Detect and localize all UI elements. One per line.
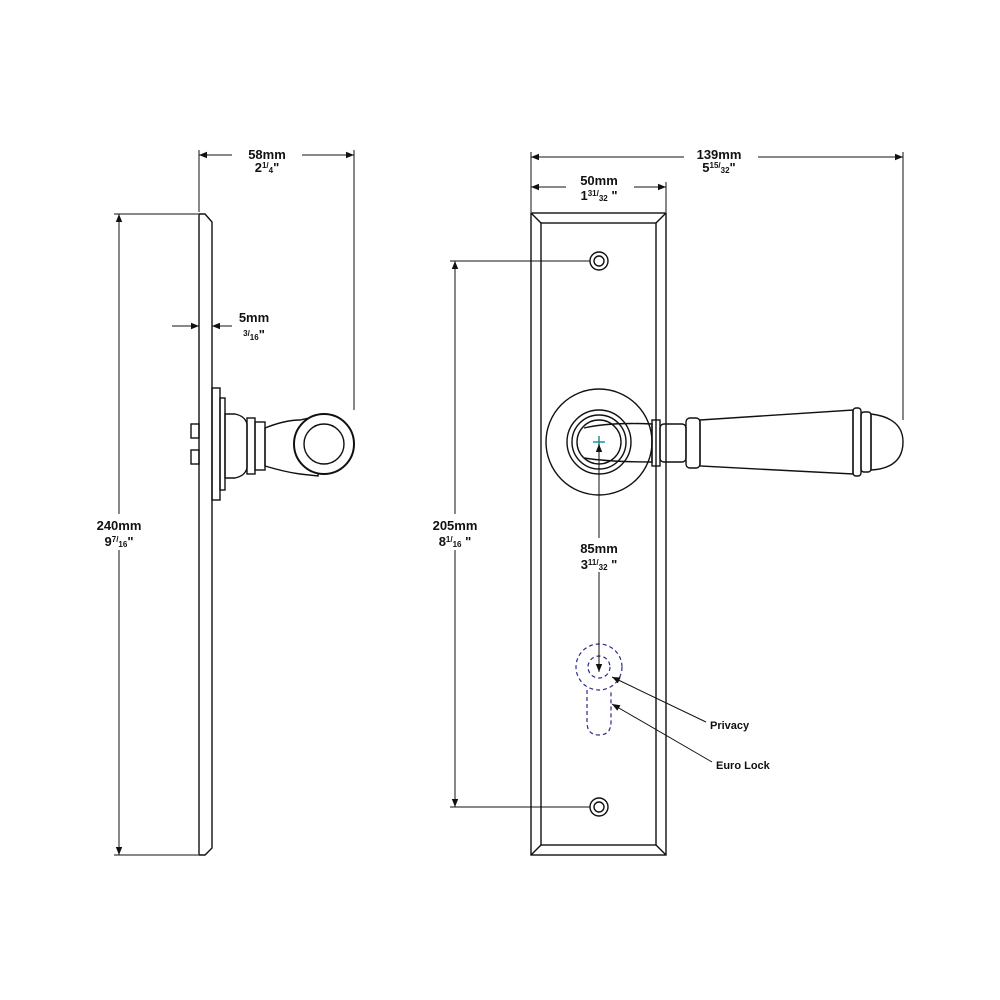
side-rose-flange	[211, 387, 221, 501]
dim-50mm-inch: 131/32 "	[580, 188, 617, 203]
lever-collar-2	[659, 423, 687, 463]
side-stud-bottom	[190, 449, 200, 465]
dim-240mm-inch: 97/16"	[105, 534, 134, 549]
dim-58mm-inch: 21/4"	[255, 160, 280, 175]
side-lever-end-inner	[303, 423, 345, 465]
top-fixing-hole	[589, 251, 609, 271]
side-lever-neck	[224, 413, 248, 479]
dim-205mm-label: 205mm	[433, 518, 478, 533]
side-lever-end-outer	[293, 413, 355, 475]
dim-5mm-inch: 3/16"	[243, 327, 265, 342]
lever-collar-3	[685, 417, 701, 469]
dim-5mm-label: 5mm	[239, 310, 269, 325]
euro-lock-callout: Euro Lock	[716, 760, 771, 772]
dim-205mm-inch: 81/16 "	[439, 534, 472, 549]
side-stud-top	[190, 423, 200, 439]
dim-139mm-label: 139mm	[697, 147, 742, 162]
lever-end-ring-1	[852, 407, 862, 477]
privacy-callout: Privacy	[710, 720, 750, 732]
dim-139mm-inch: 515/32"	[702, 160, 735, 175]
front-view: 139mm 515/32" 50mm 131/32 " 205mm 81/16 …	[420, 146, 904, 856]
side-collar-2	[254, 421, 266, 471]
dim-58mm-label: 58mm	[248, 147, 286, 162]
privacy-leader	[611, 676, 707, 723]
side-plate-profile	[198, 213, 213, 856]
dim-240mm-label: 240mm	[97, 518, 142, 533]
side-view: 58mm 21/4" 5mm 3/16" 240mm 97/16"	[86, 146, 355, 856]
front-plate-bevel	[540, 222, 657, 846]
front-plate-outer	[530, 212, 667, 856]
side-lever-arm	[264, 415, 319, 477]
euro-lock-leader	[611, 703, 713, 763]
side-rose-step	[219, 397, 226, 491]
lever-end-cap	[870, 413, 904, 471]
lever-arm	[699, 409, 854, 475]
bottom-fixing-hole	[589, 797, 609, 817]
lever-body	[583, 422, 653, 463]
dim-50mm-label: 50mm	[580, 173, 618, 188]
dim-85mm-inch: 311/32 "	[581, 557, 618, 572]
dim-85mm-label: 85mm	[580, 541, 618, 556]
side-collar-1	[246, 417, 256, 475]
lever-end-ring-2	[860, 411, 872, 473]
euro-lock-outline	[586, 690, 612, 736]
